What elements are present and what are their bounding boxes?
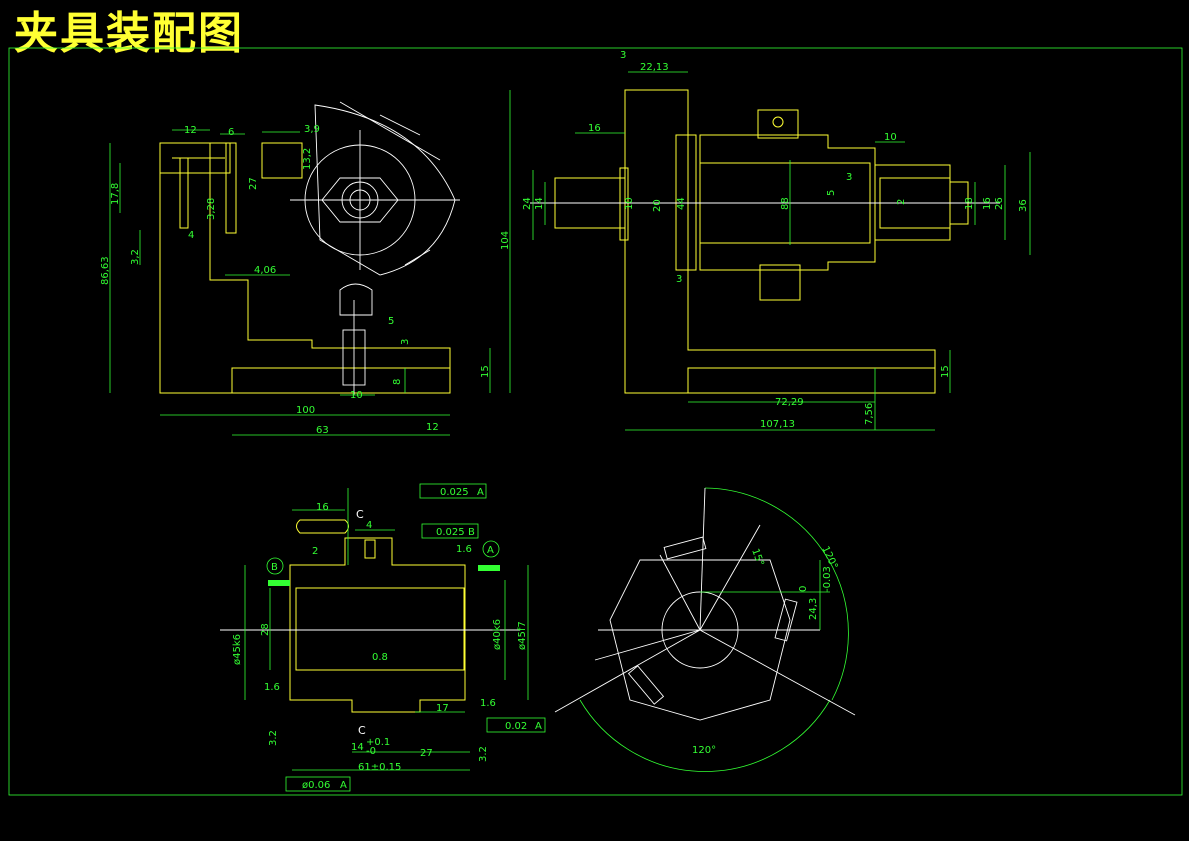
v3-tol-7: A	[340, 780, 347, 791]
v1-dim-9: 4,06	[254, 265, 276, 276]
v3-dim-4: ø45k6	[232, 634, 243, 665]
v3-dim-10: 61±0.15	[358, 762, 401, 773]
v3-dim-9: 14	[351, 742, 364, 753]
v2-dim-5: 24	[522, 197, 533, 210]
v2-dim-12: 5	[826, 190, 837, 196]
v2-dim-2: 16	[588, 123, 601, 134]
v3-tol-3: B	[468, 527, 475, 538]
v3-dim-14: 1.6	[480, 698, 496, 709]
v2-dim-10: 88	[780, 197, 791, 210]
v1-dim-13: 8	[392, 379, 403, 385]
v3-tol-sub-0: +0.1	[366, 737, 390, 748]
v3-dim-8: 27	[420, 748, 433, 759]
v3-dim-6: ø45f7	[517, 621, 528, 650]
v2-dim-11: 3	[846, 172, 852, 183]
v3-dim-3: 28	[260, 623, 271, 636]
v3-dim-0: 16	[316, 502, 329, 513]
v1-dim-12: 10	[350, 390, 363, 401]
v2-dim-22: 107,13	[760, 419, 795, 430]
v1-dim-18: 4	[188, 230, 194, 241]
v4-dim-0: 15°	[749, 547, 765, 567]
view-1-front-section: 12 6 3,9 17,8 86,63 3,2 27 3,28 13,2 4,0…	[100, 101, 491, 436]
v1-dim-6: 27	[248, 177, 259, 190]
v1-dim-2: 3,9	[304, 124, 320, 135]
v2-dim-15: 16	[982, 197, 993, 210]
v1-dim-0: 12	[184, 125, 197, 136]
v2-dim-8: 20	[652, 199, 663, 212]
v1-dim-5: 3,2	[130, 249, 141, 265]
v2-dim-1: 22,13	[640, 62, 669, 73]
v2-dim-21: 7,56	[864, 403, 875, 425]
v2-dim-14: 18	[964, 197, 975, 210]
v1-dim-7: 3,28	[206, 198, 217, 220]
v3-tol-0: 0.025	[440, 487, 469, 498]
drawing-frame	[8, 47, 1183, 796]
v1-dim-3: 17,8	[110, 183, 121, 205]
v3-tol-2: 0.025	[436, 527, 465, 538]
v3-dim-13: 1.6	[264, 682, 280, 693]
v2-dim-6: 14	[534, 197, 545, 210]
v3-dim-16: 3.2	[478, 746, 489, 762]
view-4-end-view: 15° 120° 120° 0 24,3 -0.03	[554, 487, 856, 772]
view-2-side-section: 3 22,13 16 10 104 24 14 10 20 44 88 3 5 …	[500, 50, 1031, 431]
v4-dim-4: 24,3	[808, 598, 819, 620]
v2-dim-19: 15	[940, 365, 951, 378]
v3-tol-4: 0.02	[505, 721, 527, 732]
v4-dim-3: 0	[798, 586, 809, 592]
v3-dim-7: 17	[436, 703, 449, 714]
v4-dim-2: 120°	[692, 745, 716, 756]
v2-dim-9: 44	[676, 197, 687, 210]
v3-tol-6: ø0.06	[302, 780, 330, 791]
v1-dim-11: 3	[400, 339, 411, 345]
v3-dim-12: 1.6	[456, 544, 472, 555]
v1-dim-4: 86,63	[100, 256, 111, 285]
v2-dim-0: 3	[620, 50, 626, 61]
v3-dim-15: 3.2	[268, 730, 279, 746]
v3-label-c-bottom: C	[358, 724, 366, 737]
v3-dim-1: 4	[366, 520, 372, 531]
v2-dim-16: 26	[994, 197, 1005, 210]
v3-label-a: A	[487, 545, 494, 556]
v1-dim-17: 12	[426, 422, 439, 433]
v4-dim-5: -0.03	[822, 566, 833, 592]
v3-label-c-top: C	[356, 508, 364, 521]
v2-dim-4: 104	[500, 231, 511, 250]
v1-dim-16: 63	[316, 425, 329, 436]
v3-tol-1: A	[477, 487, 484, 498]
v2-dim-3: 10	[884, 132, 897, 143]
v3-label-b: B	[271, 562, 278, 573]
v3-dim-5: ø40k6	[492, 619, 503, 650]
v2-dim-13: 2	[896, 199, 907, 205]
v3-dim-11: 0.8	[372, 652, 388, 663]
v2-dim-17: 36	[1018, 199, 1029, 212]
v1-dim-8: 13,2	[302, 148, 313, 170]
v3-tol-5: A	[535, 721, 542, 732]
v3-dim-2: 2	[312, 546, 318, 557]
view-3-sleeve-section: 16 4 2 28 ø45k6 ø40k6 ø45f7 17 27 14 61±…	[220, 483, 546, 792]
v3-tol-sub-1: -0	[366, 746, 376, 757]
v1-dim-1: 6	[228, 127, 234, 138]
v2-dim-20: 72,29	[775, 397, 804, 408]
v1-dim-10: 5	[388, 316, 394, 327]
v2-dim-7: 10	[624, 197, 635, 210]
v1-dim-14: 15	[480, 365, 491, 378]
v2-dim-18: 3	[676, 274, 682, 285]
v1-dim-15: 100	[296, 405, 315, 416]
